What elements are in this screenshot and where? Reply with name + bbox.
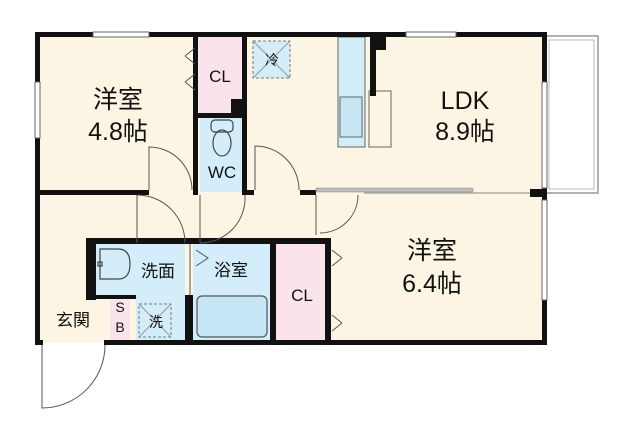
closet-1-label: CL xyxy=(209,67,231,86)
washroom xyxy=(92,244,185,298)
sliding-door[interactable] xyxy=(315,187,474,193)
room-size-western-2: 6.4帖 xyxy=(402,270,462,298)
room-size-western-1: 4.8帖 xyxy=(88,118,148,146)
shoe-box-label-s: S xyxy=(115,299,124,315)
room-size-ldk: 8.9帖 xyxy=(435,118,495,146)
refrigerator-label: 冷 xyxy=(265,52,279,68)
bathroom-label: 浴室 xyxy=(214,261,248,280)
room-name-ldk: LDK xyxy=(441,87,490,115)
sink-icon xyxy=(339,96,363,138)
shoe-box-label-b: B xyxy=(115,319,124,335)
washing-machine-label: 洗 xyxy=(149,314,163,330)
washbasin-icon xyxy=(97,248,131,280)
room-name-western-2: 洋室 xyxy=(407,237,457,265)
closet-2-label: CL xyxy=(291,286,313,305)
washing-machine-icon xyxy=(138,303,172,338)
doors xyxy=(41,47,359,409)
room-name-western-1: 洋室 xyxy=(93,86,143,114)
toilet-icon xyxy=(210,119,234,157)
toilet-label: WC xyxy=(208,163,236,182)
balcony xyxy=(544,35,599,194)
closet-2 xyxy=(276,244,325,340)
windows xyxy=(34,31,548,301)
refrigerator-icon xyxy=(252,40,291,79)
bathtub-icon xyxy=(196,295,268,338)
shoe-box xyxy=(110,296,130,340)
entrance-label: 玄関 xyxy=(56,311,90,330)
washroom-label: 洗面 xyxy=(141,262,175,281)
